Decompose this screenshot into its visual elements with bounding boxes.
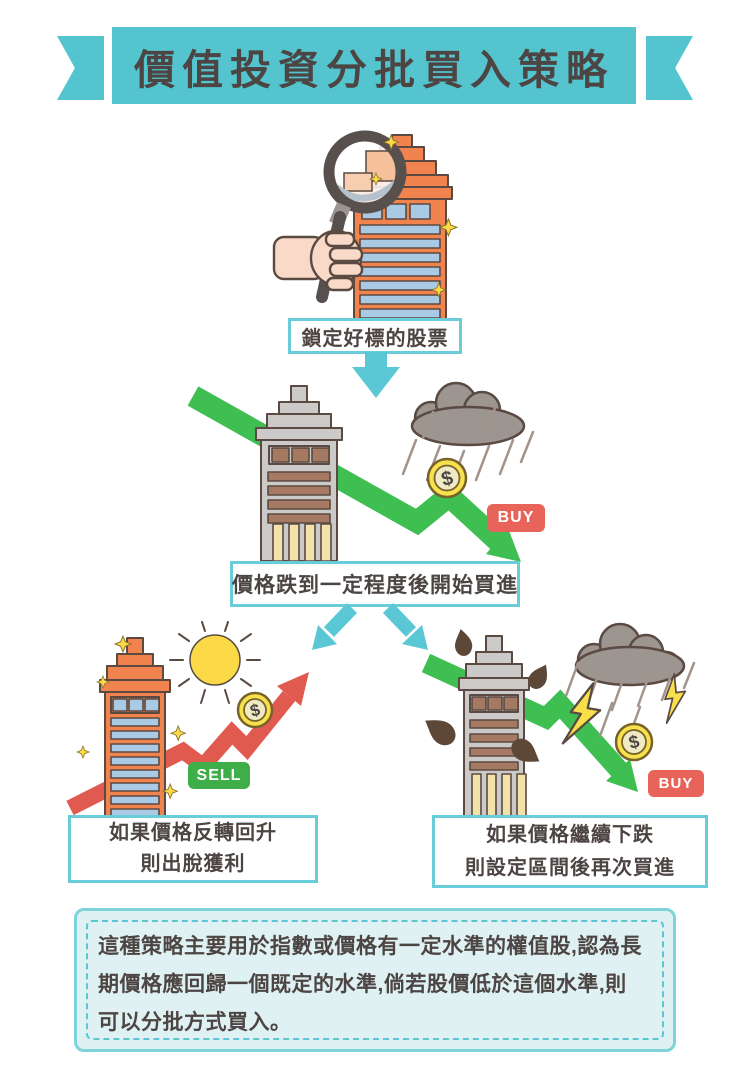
rebound-line1: 如果價格反轉回升 [109,822,277,844]
hand-icon [272,229,364,292]
magnifier-building-illustration [272,130,459,326]
note-line-3: 可以分批方式買入。 [98,1011,292,1034]
strategy-note-box: 這種策略主要用於指數或價格有一定水準的權值股,認為長 期價格應回歸一個既定的水準… [74,908,676,1052]
step2-text: 價格跌到一定程度後開始買進 [232,574,518,597]
note-line-1: 這種策略主要用於指數或價格有一定水準的權值股,認為長 [98,935,642,958]
price-drop-illustration: $ [187,381,535,562]
continue-line2: 則設定區間後再次買進 [465,856,675,879]
arrow-down-right-icon [382,603,428,650]
title-banner: 價值投資分批買入策略 [112,27,636,104]
ribbon-tail-left [57,36,104,100]
step2-label: 價格跌到一定程度後開始買進 [230,561,520,607]
continue-line1: 如果價格繼續下跌 [486,823,654,846]
rebound-label: 如果價格反轉回升 則出脫獲利 [68,815,318,883]
ribbon-tail-right [646,36,693,100]
sun-icon [169,621,261,704]
coin-icon: $ [236,691,274,729]
note-line-2: 期價格應回歸一個既定的水準,倘若股價低於這個水準,則 [98,973,627,996]
coin-icon: $ [426,457,468,499]
step1-text: 鎖定好標的股票 [301,327,449,350]
gray-building [458,635,530,821]
storm-cloud-icon [574,622,686,687]
dollar-sign: $ [627,731,642,753]
orange-building [99,637,171,821]
arrow-down-left-icon [312,603,358,650]
price-continue-drop-illustration: $ [421,622,696,821]
diverging-arrows [312,603,428,650]
price-rebound-illustration: $ [66,621,309,821]
continue-drop-label: 如果價格繼續下跌 則設定區間後再次買進 [432,815,708,888]
rain-cloud-icon [410,381,526,447]
sparkle-icon [368,133,459,298]
sell-badge: SELL [188,762,250,789]
page-title: 價值投資分批買入策略 [134,46,614,93]
dollar-sign: $ [439,467,455,491]
gray-building [255,385,343,562]
sparkle-icon [75,634,187,800]
smoke-drops [425,629,548,762]
lightning-icon [561,673,687,745]
buy-badge: BUY [648,770,704,797]
rebound-line2: 則出脫獲利 [140,853,246,875]
dashed-border [86,920,664,1040]
strategy-note-text: 這種策略主要用於指數或價格有一定水準的權值股,認為長 期價格應回歸一個既定的水準… [98,928,642,1042]
buy-badge: BUY [487,504,545,532]
down-arrow-icon [352,352,400,398]
step1-label: 鎖定好標的股票 [288,318,462,354]
coin-icon: $ [614,722,654,762]
